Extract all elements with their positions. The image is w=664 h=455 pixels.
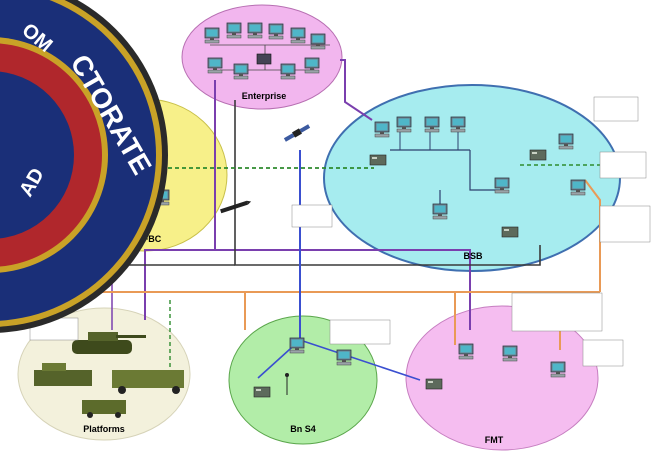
- enterprise-label: Enterprise: [242, 91, 287, 101]
- platforms-vehicles: [34, 332, 184, 418]
- directorate-seal: CTORATE OM AD: [0, 0, 168, 333]
- cluster-platforms: [17, 307, 191, 441]
- fbc-label: FBC: [143, 234, 162, 244]
- missile-icon: [220, 200, 252, 214]
- bn-s4-label: Bn S4: [290, 424, 316, 434]
- cluster-bsb: [323, 84, 621, 272]
- truck-icon: [82, 400, 126, 418]
- router-icon: [256, 53, 272, 65]
- satellite-icon: [283, 124, 311, 142]
- bn-s4-nodes: [253, 337, 352, 398]
- platforms-label: Platforms: [83, 424, 125, 434]
- tank-icon: [72, 332, 146, 354]
- fmt-label: FMT: [485, 435, 504, 445]
- cluster-bn-s4: [228, 315, 378, 445]
- bsb-label: BSB: [463, 251, 483, 261]
- callout-boxes: [29, 96, 651, 367]
- radio-icon: [285, 373, 289, 395]
- truck-icon: [34, 363, 92, 386]
- truck-icon: [112, 370, 184, 394]
